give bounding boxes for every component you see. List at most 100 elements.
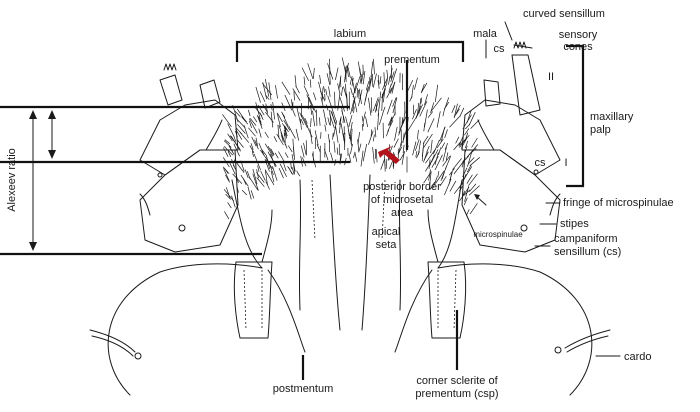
microseta [248, 110, 250, 116]
microseta [289, 126, 296, 139]
microseta [319, 117, 320, 125]
microseta [460, 108, 464, 117]
label-postmentum: postmentum [273, 383, 334, 395]
cardo-right [555, 330, 610, 353]
microseta [438, 171, 439, 177]
microseta [259, 129, 261, 138]
microseta [274, 136, 277, 142]
label-stipes: stipes [560, 218, 589, 230]
microseta [435, 155, 443, 170]
microseta [450, 181, 456, 192]
microseta [361, 151, 363, 167]
microseta [363, 112, 365, 122]
microseta [389, 161, 392, 169]
microseta [282, 82, 290, 95]
microseta [302, 115, 308, 127]
microseta [422, 148, 423, 162]
microseta [425, 110, 428, 128]
microseta [438, 148, 440, 156]
label-cs-mid: cs [535, 157, 547, 169]
microseta [237, 109, 244, 119]
microseta [369, 75, 373, 92]
microseta [336, 126, 339, 143]
microseta [228, 202, 232, 208]
microseta [415, 139, 419, 151]
microseta [467, 175, 473, 184]
microseta [327, 73, 330, 85]
microseta [368, 98, 371, 116]
label-posterior-border-2: of microsetal [371, 194, 433, 206]
microseta [435, 85, 437, 102]
microseta [248, 187, 251, 199]
microseta [329, 86, 331, 96]
microseta [353, 152, 355, 158]
microseta [258, 166, 259, 172]
label-apical-seta-1: apical [372, 226, 401, 238]
microseta [334, 141, 335, 152]
label-fringe: fringe of microspinulae [563, 197, 674, 209]
microseta [293, 109, 296, 116]
microseta [312, 153, 316, 167]
microseta [306, 140, 307, 154]
microseta [424, 151, 428, 162]
microseta [223, 148, 228, 157]
microseta [387, 100, 392, 115]
microseta [373, 59, 374, 74]
microseta [313, 68, 314, 79]
microseta [395, 127, 398, 141]
microseta [313, 111, 315, 127]
microseta [308, 63, 313, 79]
microseta [408, 117, 417, 131]
head-capsule-outline [108, 264, 592, 395]
microsetal-area [222, 57, 479, 219]
microseta [468, 148, 476, 155]
microseta [363, 144, 367, 161]
label-roman-one: I [564, 157, 567, 169]
microseta [416, 151, 417, 157]
label-labium: labium [334, 28, 366, 40]
microseta [354, 107, 355, 113]
microseta [325, 125, 326, 132]
microseta [253, 116, 257, 122]
microseta [464, 128, 469, 135]
microseta [243, 178, 246, 185]
microseta [266, 103, 268, 113]
microseta [456, 137, 459, 144]
microseta [388, 76, 390, 85]
label-corner-sclerite-1: corner sclerite of [416, 375, 498, 387]
microseta [238, 140, 244, 147]
microseta [256, 172, 264, 182]
microseta [291, 99, 292, 107]
microseta [256, 87, 261, 103]
microseta [228, 124, 234, 137]
microseta [428, 118, 434, 132]
microseta [372, 74, 373, 87]
microseta [245, 170, 248, 179]
microseta [383, 107, 386, 114]
microseta [309, 97, 316, 112]
microseta [443, 147, 447, 162]
microseta [229, 161, 235, 174]
right-maxilla [462, 42, 560, 252]
microseta [441, 143, 444, 149]
microseta [294, 91, 295, 100]
microseta [241, 117, 248, 125]
microseta [253, 174, 259, 191]
microseta [302, 68, 309, 81]
microseta [230, 136, 240, 150]
apical-seta-left [262, 210, 272, 262]
microseta [322, 88, 323, 102]
microseta [324, 86, 325, 93]
microseta [257, 178, 265, 187]
microseta [275, 85, 277, 98]
cardo-left [90, 330, 141, 359]
microseta [468, 174, 477, 186]
label-cardo: cardo [624, 351, 652, 363]
microseta [346, 117, 348, 126]
microseta [262, 83, 271, 95]
label-sensory-cones-2: cones [563, 41, 593, 53]
corner-sclerite-left [234, 262, 272, 338]
microseta [469, 184, 476, 192]
label-campaniform-1: campaniform [554, 233, 618, 245]
